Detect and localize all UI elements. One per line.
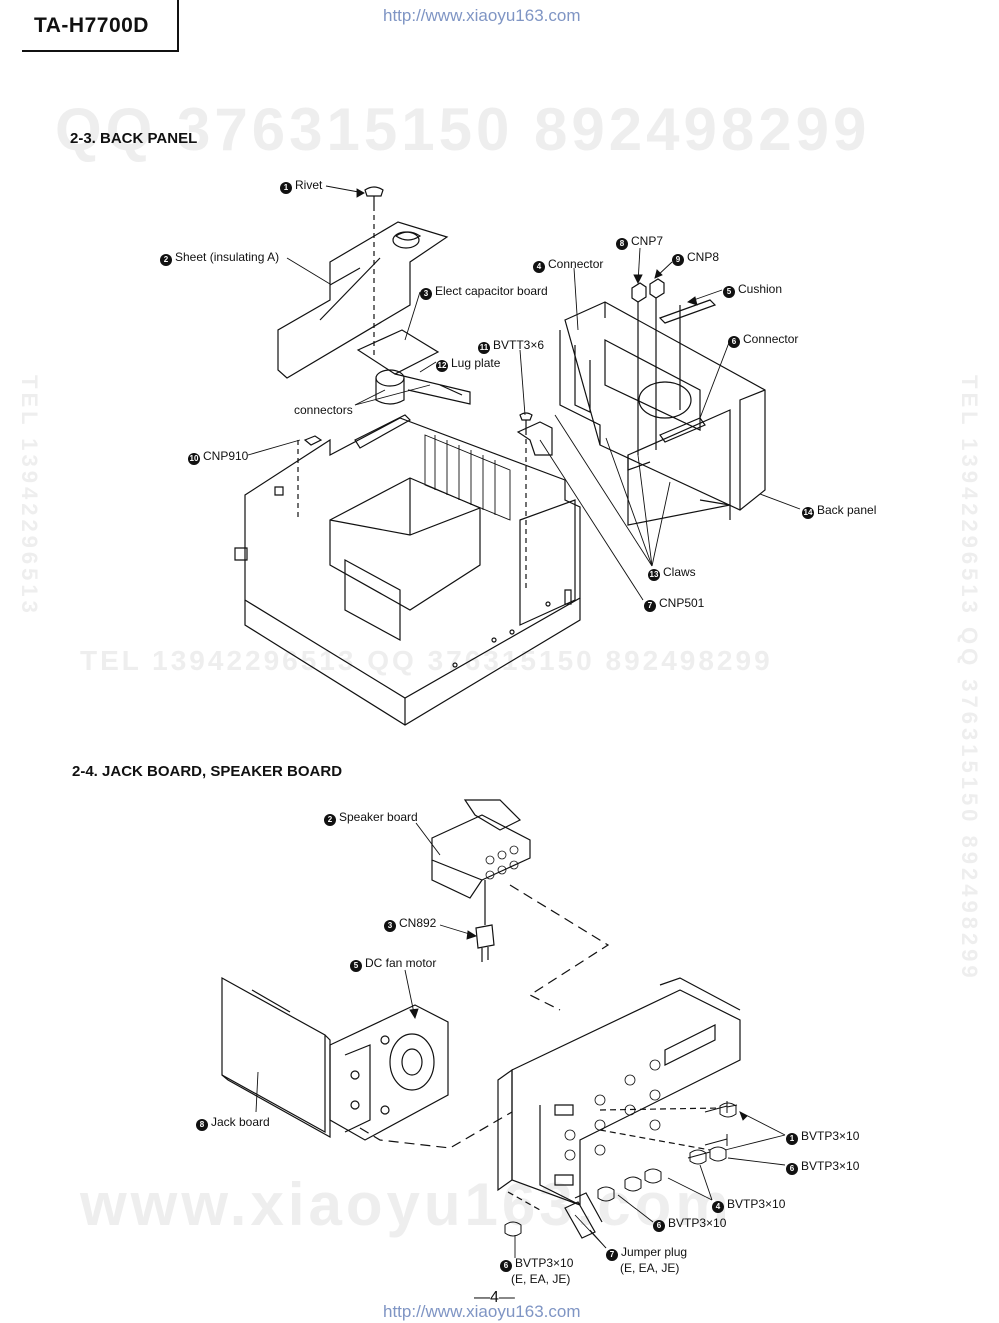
label-text: CNP501 xyxy=(659,596,705,610)
label-text: DC fan motor xyxy=(365,956,437,970)
watermark-www: www.xiaoyu163.com xyxy=(80,1171,733,1238)
callout-number: 6 xyxy=(728,336,740,348)
label-text: Lug plate xyxy=(451,356,501,370)
watermark-qq: QQ 376315150 892498299 xyxy=(55,96,871,163)
label-text: BVTT3×6 xyxy=(493,338,545,352)
callout-number: 3 xyxy=(384,920,396,932)
label-text: BVTP3×10 xyxy=(801,1159,860,1173)
label-text: CNP8 xyxy=(687,250,720,264)
callout-number: 10 xyxy=(188,453,200,465)
label-text: CNP910 xyxy=(203,449,249,463)
label-text: Elect capacitor board xyxy=(435,284,548,298)
section-title-back-panel: 2-3. BACK PANEL xyxy=(70,130,198,147)
callout-number: 1 xyxy=(786,1133,798,1145)
page-number: —4— xyxy=(474,1289,515,1306)
label-text: Rivet xyxy=(295,178,323,192)
callout-number: 6 xyxy=(653,1220,665,1232)
callout-number: 5 xyxy=(350,960,362,972)
callout-number: 2 xyxy=(324,814,336,826)
label-text: Speaker board xyxy=(339,810,418,824)
label-text: BVTP3×10 xyxy=(668,1216,727,1230)
watermark-tel: TEL 13942296513 QQ 376315150 892498299 xyxy=(80,645,773,676)
label-text: BVTP3×10 xyxy=(801,1129,860,1143)
callout-number: 6 xyxy=(786,1163,798,1175)
label-text: Connector xyxy=(743,332,799,346)
label-text: Jack board xyxy=(211,1115,270,1129)
label-text: Claws xyxy=(663,565,696,579)
label-text: Jumper plug xyxy=(621,1245,688,1259)
label-text: Connector xyxy=(548,257,604,271)
url-top[interactable]: http://www.xiaoyu163.com xyxy=(383,6,581,25)
model-number: TA-H7700D xyxy=(34,14,149,37)
callout-number: 8 xyxy=(196,1119,208,1131)
callout-number: 12 xyxy=(436,360,448,372)
callout-number: 14 xyxy=(802,507,814,519)
callout-number: 13 xyxy=(648,569,660,581)
callout-number: 3 xyxy=(420,288,432,300)
section-title-jack-board: 2-4. JACK BOARD, SPEAKER BOARD xyxy=(72,763,343,780)
callout-number: 9 xyxy=(672,254,684,266)
label-jumper-note: (E, EA, JE) xyxy=(620,1261,680,1275)
callout-number: 11 xyxy=(478,342,490,354)
label-text: CNP7 xyxy=(631,234,664,248)
model-box xyxy=(22,0,179,52)
label-text: Cushion xyxy=(738,282,783,296)
label-text: Back panel xyxy=(817,503,877,517)
callout-number: 2 xyxy=(160,254,172,266)
callout-number: 8 xyxy=(616,238,628,250)
label-text: Sheet (insulating A) xyxy=(175,250,280,264)
label-bvtp-6c-note: (E, EA, JE) xyxy=(511,1272,571,1286)
callout-number: 4 xyxy=(712,1201,724,1213)
label-text: CN892 xyxy=(399,916,437,930)
callout-number: 5 xyxy=(723,286,735,298)
label-text: BVTP3×10 xyxy=(727,1197,786,1211)
callout-number: 1 xyxy=(280,182,292,194)
label-text: BVTP3×10 xyxy=(515,1256,574,1270)
callout-number: 6 xyxy=(500,1260,512,1272)
label-connectors: connectors xyxy=(294,403,353,417)
callout-number: 7 xyxy=(644,600,656,612)
url-bottom[interactable]: http://www.xiaoyu163.com xyxy=(383,1302,581,1321)
callout-number: 7 xyxy=(606,1249,618,1261)
callout-number: 4 xyxy=(533,261,545,273)
